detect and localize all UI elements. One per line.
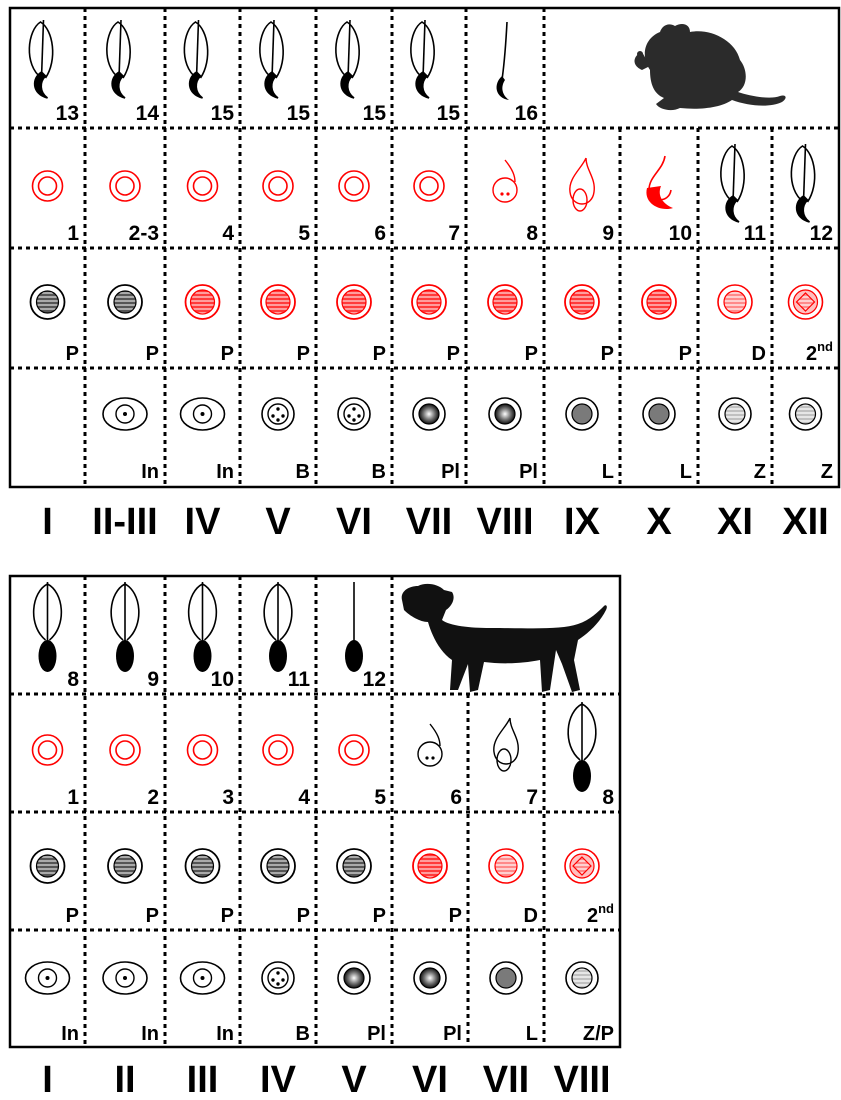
stage-label: VI [336, 501, 372, 543]
cell-letter: B [296, 1023, 310, 1045]
cell-letter: In [61, 1023, 79, 1045]
step-number: 6 [450, 786, 462, 809]
dog-silhouette-icon [402, 584, 607, 692]
stage-label: IX [564, 501, 601, 543]
stage-number: 12 [363, 668, 386, 691]
stage-label: XII [782, 501, 828, 543]
step-number: 2 [147, 786, 159, 809]
step-number: 7 [526, 786, 538, 809]
step-number: 9 [602, 222, 614, 245]
step-number: 4 [298, 786, 310, 809]
cell-letter: L [526, 1023, 538, 1045]
stage-number: 14 [136, 102, 160, 125]
stage-label: X [646, 501, 672, 543]
cell-letter: D [524, 905, 538, 927]
cell-letter: P [146, 343, 159, 365]
cell-letter: In [216, 1023, 234, 1045]
cell-letter: Pl [519, 461, 538, 483]
stage-label: IV [185, 501, 222, 543]
cell-letter: Pl [367, 1023, 386, 1045]
stage-number: 16 [515, 102, 538, 125]
stage-label: V [265, 501, 291, 543]
stage-label: I [42, 501, 53, 543]
cell-letter: Z [821, 461, 833, 483]
cell-letter: P [221, 905, 234, 927]
cell-letter: Z [754, 461, 766, 483]
stage-number: 8 [67, 668, 79, 691]
cell-letter: P [66, 343, 79, 365]
step-number: 7 [448, 222, 460, 245]
mouse-stage-panel: 13 14 15 15 15 15 16 1 2-3 4 5 6 7 8 9 10 11 12P P P P P P P P P D… [10, 8, 839, 543]
step-number: 10 [669, 222, 692, 245]
step-number: 8 [526, 222, 538, 245]
stage-number: 11 [288, 668, 311, 691]
stage-number: 9 [147, 668, 159, 691]
cell-letter: P [221, 343, 234, 365]
stage-label: VI [412, 1059, 448, 1100]
cell-letter: 2nd [587, 901, 614, 927]
step-number: 11 [744, 222, 767, 245]
cell-letter: P [449, 905, 462, 927]
stage-number: 15 [211, 102, 235, 125]
cell-letter: P [679, 343, 692, 365]
step-number: 1 [67, 786, 79, 809]
step-number: 1 [67, 222, 79, 245]
cell-letter: Pl [441, 461, 460, 483]
step-number: 4 [222, 222, 234, 245]
stage-number: 15 [287, 102, 311, 125]
mouse-silhouette-icon [635, 24, 786, 110]
cell-letter: P [297, 343, 310, 365]
step-number: 12 [810, 222, 833, 245]
stage-number: 10 [211, 668, 234, 691]
cell-letter: L [680, 461, 692, 483]
cell-letter: P [447, 343, 460, 365]
stage-number: 15 [363, 102, 387, 125]
cell-letter: Z/P [583, 1023, 614, 1045]
cell-letter: B [372, 461, 386, 483]
cell-letter: In [141, 1023, 159, 1045]
stage-label: VIII [553, 1059, 610, 1100]
stage-number: 15 [437, 102, 461, 125]
cell-letter: In [216, 461, 234, 483]
stage-label: II-III [92, 501, 157, 543]
stage-label: XI [717, 501, 753, 543]
stage-label: I [42, 1059, 53, 1100]
stage-label: III [187, 1059, 219, 1100]
stage-label: V [341, 1059, 367, 1100]
cell-letter: P [601, 343, 614, 365]
stage-label: VII [406, 501, 452, 543]
step-number: 2-3 [129, 222, 159, 245]
stage-label: VIII [476, 501, 533, 543]
cell-letter: Pl [443, 1023, 462, 1045]
cell-letter: 2nd [806, 339, 833, 365]
cell-letter: D [752, 343, 766, 365]
step-number: 6 [374, 222, 386, 245]
cell-letter: P [373, 343, 386, 365]
cell-letter: B [296, 461, 310, 483]
step-number: 5 [298, 222, 310, 245]
step-number: 5 [374, 786, 386, 809]
cell-letter: P [525, 343, 538, 365]
step-number: 3 [222, 786, 234, 809]
stage-number: 13 [56, 102, 79, 125]
cell-letter: P [297, 905, 310, 927]
cell-letter: P [66, 905, 79, 927]
step-number: 8 [602, 786, 614, 809]
cell-letter: L [602, 461, 614, 483]
stage-label: IV [260, 1059, 297, 1100]
cell-letter: P [146, 905, 159, 927]
stage-label: II [114, 1059, 135, 1100]
cell-letter: P [373, 905, 386, 927]
cell-letter: In [141, 461, 159, 483]
stage-label: VII [483, 1059, 529, 1100]
